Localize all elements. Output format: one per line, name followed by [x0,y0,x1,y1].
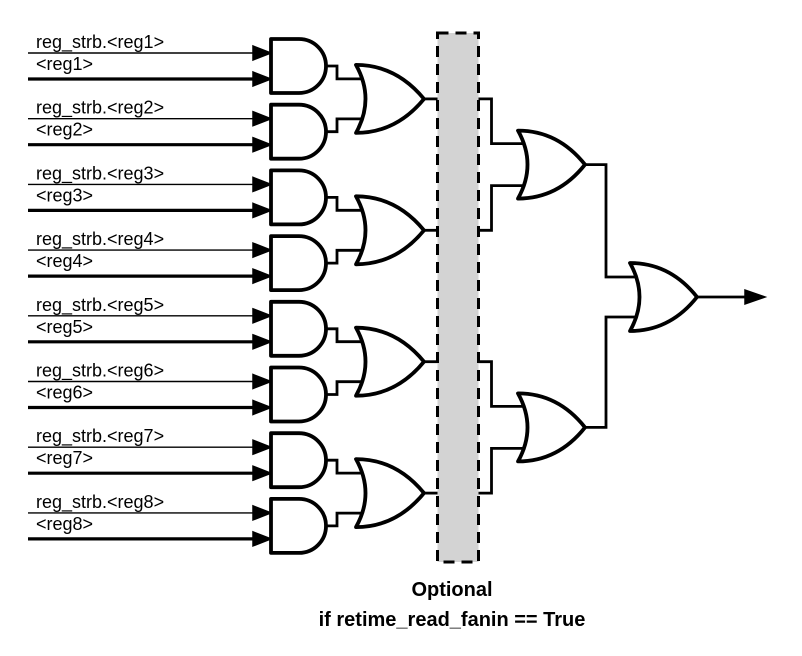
output-arrowhead-icon [744,288,768,306]
and-gate-8 [269,497,328,555]
or-gate-stage2-1 [354,63,426,135]
caption-line1: Optional [411,579,492,601]
and-gates [269,37,328,555]
input-wires [28,52,256,541]
arrowhead-icon [252,242,274,259]
wire-and4-to-or2 [326,248,376,265]
and-gate-1 [269,37,328,95]
wire-region-to-or5-upper [478,97,545,145]
and-gate-4 [269,234,328,292]
input-label-value-1: <reg1> [36,54,93,74]
optional-caption: Optional if retime_read_fanin == True [319,579,586,631]
arrowhead-icon [252,176,274,193]
input-label-value-2: <reg2> [36,120,93,140]
caption-line2: if retime_read_fanin == True [319,609,586,631]
arrowhead-icon [252,504,274,521]
arrowhead-icon [252,399,274,416]
wire-and6-to-or3 [326,380,376,396]
input-labels: reg_strb.<reg1> <reg1> reg_strb.<reg2> <… [36,32,164,534]
arrowhead-icon [252,530,274,547]
wire-or5-to-final [585,163,655,279]
input-label-strobe-3: reg_strb.<reg3> [36,163,164,184]
input-arrowheads [252,44,274,547]
arrowhead-icon [252,136,274,153]
wire-or6-to-final [585,315,655,429]
arrowhead-icon [252,307,274,324]
and-gate-6 [269,365,328,424]
arrowhead-icon [252,268,274,285]
and-gate-2 [269,102,328,161]
arrowhead-icon [252,202,274,219]
input-label-value-5: <reg5> [36,317,93,337]
wire-and1-to-or1 [326,64,376,81]
region-to-stage3-wires [478,97,545,495]
stage3-or-gates [516,128,587,464]
wire-region-to-or6-lower [478,447,545,495]
input-label-value-8: <reg8> [36,514,93,534]
or-gate-stage3-1 [516,128,587,201]
optional-retime-region [436,31,480,564]
and-gate-7 [269,431,328,490]
input-label-strobe-2: reg_strb.<reg2> [36,98,164,119]
stage2-or-gates [354,63,426,529]
or-gate-stage2-2 [354,194,426,267]
wire-and7-to-or4 [326,458,376,475]
arrowhead-icon [252,465,274,482]
wire-and8-to-or4 [326,511,376,528]
or-gate-stage2-4 [354,457,426,529]
input-label-strobe-4: reg_strb.<reg4> [36,229,164,250]
wire-and2-to-or1 [326,117,376,134]
wire-region-to-or6-upper [478,360,545,408]
input-label-strobe-5: reg_strb.<reg5> [36,295,164,316]
arrowhead-icon [252,373,274,390]
input-label-value-4: <reg4> [36,251,93,271]
input-label-value-3: <reg3> [36,185,93,205]
wire-and5-to-or3 [326,327,376,344]
input-label-value-7: <reg7> [36,448,93,468]
arrowhead-icon [252,44,274,62]
input-label-strobe-8: reg_strb.<reg8> [36,492,164,513]
arrowhead-icon [252,70,274,88]
arrowhead-icon [252,333,274,350]
input-label-strobe-7: reg_strb.<reg7> [36,426,164,447]
or-gate-stage3-2 [516,391,587,464]
input-label-strobe-1: reg_strb.<reg1> [36,32,164,53]
stage3-to-final-wires [585,163,655,429]
or-gate-final [628,261,699,333]
arrowhead-icon [252,110,274,127]
and-to-or-wires [326,64,376,528]
and-gate-5 [269,299,328,358]
wire-region-to-or5-lower [478,184,545,232]
wire-and3-to-or2 [326,196,376,212]
arrowhead-icon [252,439,274,456]
and-gate-3 [269,168,328,227]
or-gate-stage2-3 [354,325,426,398]
input-label-strobe-6: reg_strb.<reg6> [36,361,164,382]
input-label-value-6: <reg6> [36,383,93,403]
